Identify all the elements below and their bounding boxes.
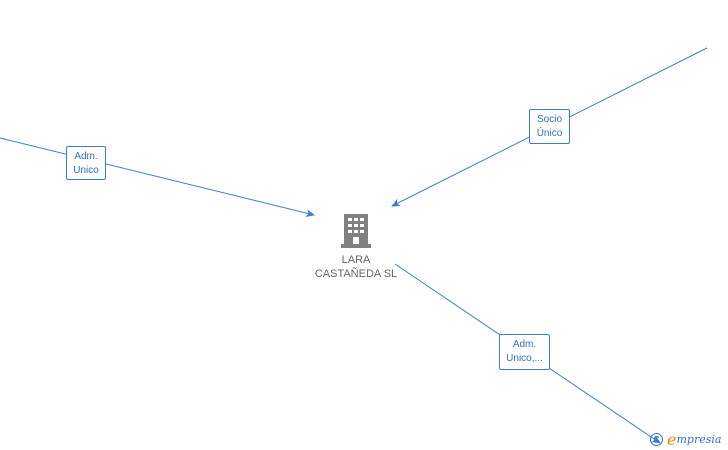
copyright-icon: C: [650, 432, 663, 446]
logo-initial: e: [667, 429, 677, 449]
edge-label-line: Unico: [73, 165, 99, 176]
company-name-line: CASTAÑEDA SL: [314, 268, 398, 280]
edge-label-line: Unico,...: [506, 353, 543, 364]
edge-label-adm-unico-left[interactable]: Adm. Unico: [66, 146, 106, 180]
logo-text: mpresia: [676, 432, 722, 446]
company-name-line: LARA: [341, 254, 371, 266]
edge-line-adm-unico-left: [0, 137, 315, 217]
edge-label-line: Adm.: [74, 151, 98, 162]
empresia-logo: C e mpresia: [650, 429, 722, 449]
edge-label-adm-unico-bottom[interactable]: Adm. Unico,...: [499, 334, 550, 370]
company-name: LARA CASTAÑEDA SL: [308, 253, 404, 281]
company-node[interactable]: LARA CASTAÑEDA SL: [308, 212, 404, 281]
building-icon: [341, 214, 371, 248]
edge-label-socio-unico[interactable]: Socio Único: [529, 109, 570, 144]
edge-label-line: Socio: [536, 114, 562, 125]
edge-label-line: Único: [536, 128, 563, 139]
edge-label-line: Adm.: [512, 339, 537, 350]
